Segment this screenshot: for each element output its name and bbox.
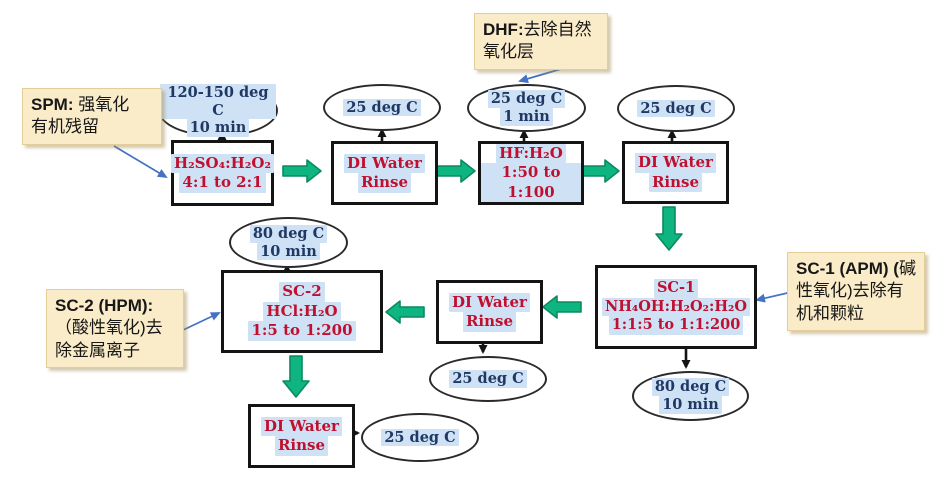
temp-ellipse-dhf: 25 deg C 1 min [467, 84, 586, 132]
callout-sc1: SC-1 (APM) (碱 性氧化)去除有 机和颗粒 [787, 252, 925, 332]
temp-ellipse-spm: 120-150 deg C 10 min [158, 83, 278, 138]
callout-text: 除金属离子 [55, 340, 140, 360]
callout-text: 有机残留 [31, 117, 99, 137]
callout-text: DHF: [483, 20, 524, 39]
box-text: NH₄OH:H₂O₂:H₂O [601, 297, 751, 317]
box-text: DI Water [449, 292, 530, 312]
callout-text: 碱 [898, 259, 916, 278]
flow-arrow-right-2 [436, 159, 476, 183]
temp-ellipse-rinse3: 25 deg C [429, 356, 547, 402]
box-text: Rinse [462, 312, 517, 332]
temp-ellipse-sc1: 80 deg C 10 min [632, 371, 749, 421]
flow-arrow-left-1 [542, 295, 582, 319]
callout-text: 性氧化)去除有 [796, 281, 904, 301]
ellipse-text: 25 deg C [449, 370, 527, 388]
callout-text: （酸性氧化)去 [55, 318, 163, 338]
box-text: SC-2 [279, 282, 325, 302]
box-text: SC-1 [653, 278, 699, 298]
callout-text: SC-2 (HPM): [55, 296, 154, 315]
ellipse-text: 80 deg C [249, 224, 328, 243]
process-box-dhf: HF:H₂O 1:50 to 1:100 [478, 141, 584, 205]
box-text: Rinse [274, 436, 329, 456]
callout-text: 机和颗粒 [796, 303, 864, 323]
process-box-rinse3: DI Water Rinse [436, 280, 543, 344]
box-text: Rinse [357, 173, 412, 193]
ellipse-text: 80 deg C [651, 378, 730, 396]
ellipse-text: 25 deg C [381, 428, 459, 447]
temp-ellipse-rinse4: 25 deg C [361, 413, 479, 462]
process-box-rinse4: DI Water Rinse [248, 404, 355, 468]
ellipse-text: 1 min [500, 108, 553, 126]
process-box-rinse1: DI Water Rinse [331, 141, 438, 205]
box-text: HCl:H₂O [263, 301, 341, 322]
annotation-arrow-sc2 [180, 312, 221, 332]
box-text: H₂SO₄:H₂O₂ [170, 153, 275, 173]
box-text: 1:5 to 1:200 [248, 321, 356, 341]
box-text: HF:H₂O [496, 143, 566, 164]
box-text: 1:1:5 to 1:1:200 [608, 316, 744, 336]
box-text: DI Water [261, 416, 342, 436]
temp-ellipse-rinse2: 25 deg C [617, 85, 735, 132]
callout-text: 强氧化 [73, 95, 130, 114]
flow-arrow-right-1 [282, 159, 322, 183]
callout-spm: SPM: 强氧化 有机残留 [22, 88, 162, 145]
callout-text: SPM: [31, 95, 74, 114]
callout-sc2: SC-2 (HPM): （酸性氧化)去 除金属离子 [46, 289, 184, 369]
callout-dhf: DHF:去除自然 氧化层 [474, 13, 608, 70]
ellipse-text: 10 min [257, 242, 320, 261]
process-box-rinse2: DI Water Rinse [622, 141, 729, 204]
callout-text: 氧化层 [483, 42, 534, 62]
process-box-sc1: SC-1 NH₄OH:H₂O₂:H₂O 1:1:5 to 1:1:200 [595, 265, 757, 349]
box-text: 4:1 to 2:1 [179, 173, 266, 193]
temp-ellipse-sc2: 80 deg C 10 min [229, 217, 348, 268]
flow-arrow-right-3 [580, 159, 620, 183]
box-text: 1:50 to 1:100 [481, 163, 581, 203]
flow-arrow-down-2 [282, 355, 310, 398]
process-box-spm: H₂SO₄:H₂O₂ 4:1 to 2:1 [170, 140, 275, 206]
callout-text: 去除自然 [523, 20, 592, 39]
temp-ellipse-rinse1: 25 deg C [323, 84, 441, 131]
ellipse-text: 10 min [659, 396, 722, 414]
ellipse-text: 25 deg C [343, 98, 421, 117]
flow-arrow-left-2 [385, 300, 425, 324]
flow-arrow-down-1 [655, 206, 683, 251]
process-box-sc2: SC-2 HCl:H₂O 1:5 to 1:200 [221, 270, 383, 353]
callout-text: SC-1 (APM) ( [796, 259, 899, 278]
ellipse-text: 25 deg C [637, 99, 715, 118]
ellipse-text: 25 deg C [487, 90, 566, 108]
annotation-arrow-dhf [518, 68, 562, 84]
ellipse-text: 10 min [186, 119, 250, 138]
box-text: Rinse [648, 172, 703, 192]
box-text: DI Water [344, 153, 425, 173]
annotation-arrow-spm [113, 145, 168, 179]
box-text: DI Water [635, 153, 716, 173]
ellipse-text: 120-150 deg C [160, 83, 276, 120]
